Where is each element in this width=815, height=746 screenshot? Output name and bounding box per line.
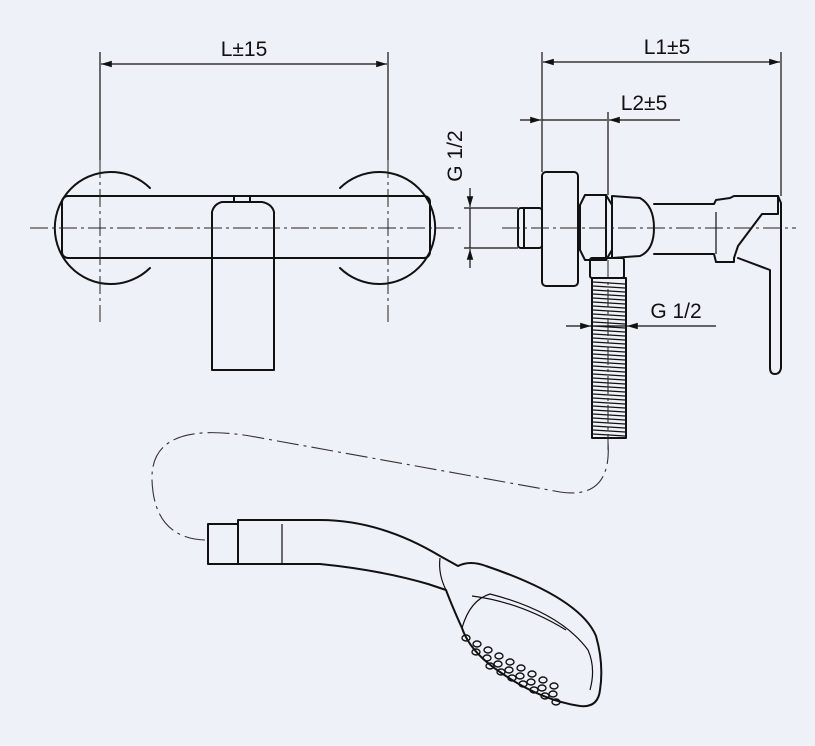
nozzle <box>549 682 559 690</box>
thread-line <box>592 401 626 405</box>
head-top-rim <box>471 595 567 631</box>
thread-line <box>592 353 626 357</box>
nozzle <box>540 692 550 700</box>
thread-line <box>592 305 626 309</box>
thread-line <box>592 365 626 369</box>
thread-line <box>592 285 626 289</box>
shower-handle <box>237 519 603 708</box>
nozzle <box>504 666 514 674</box>
thread-line <box>592 413 626 417</box>
thread-line <box>592 297 626 301</box>
nozzle <box>538 676 548 684</box>
valve-cone <box>611 195 655 259</box>
nozzle <box>493 660 503 668</box>
thread-line <box>592 309 626 313</box>
nozzle <box>551 698 561 706</box>
thread-line <box>592 389 626 393</box>
head-neck-line <box>439 557 447 591</box>
thread-line <box>592 337 626 341</box>
nozzle <box>496 668 506 676</box>
right-rosette <box>339 171 437 285</box>
head-face-rim <box>461 593 594 691</box>
thread-line <box>592 433 626 437</box>
lever-handle <box>211 201 275 371</box>
dim-L-label: L±15 <box>221 38 268 61</box>
thread-line <box>592 373 626 377</box>
thread-line <box>592 425 626 429</box>
thread-line <box>592 397 626 401</box>
nozzle <box>537 684 547 692</box>
nozzle <box>518 680 528 688</box>
thread-line <box>592 405 626 409</box>
thread-lines <box>592 281 626 437</box>
nozzle <box>482 654 492 662</box>
dim-outlet-label: G 1/2 <box>650 300 701 323</box>
thread-line <box>592 361 626 365</box>
valve-barrel <box>653 195 779 263</box>
dim-inlet-label: G 1/2 <box>444 130 467 181</box>
thread-line <box>592 377 626 381</box>
thread-line <box>592 301 626 305</box>
thread-line <box>592 421 626 425</box>
nozzle <box>529 686 539 694</box>
thread-line <box>592 385 626 389</box>
dim-L2-label: L2±5 <box>621 92 668 115</box>
hand-shower <box>207 519 603 708</box>
thread-line <box>592 381 626 385</box>
nozzle <box>485 662 495 670</box>
threaded-outlet <box>591 277 627 439</box>
thread-line <box>592 341 626 345</box>
thread-line <box>592 329 626 333</box>
side-rosette <box>541 171 579 287</box>
thread-line <box>592 369 626 373</box>
front-view: L±15 <box>30 38 462 371</box>
thread-line <box>592 409 626 413</box>
thread-line <box>592 429 626 433</box>
dim-L1-label: L1±5 <box>644 36 691 59</box>
nozzle <box>483 646 493 654</box>
hose-connector <box>207 523 239 565</box>
thread-line <box>592 357 626 361</box>
mixer-body <box>61 195 431 259</box>
nozzle <box>471 648 481 656</box>
thread-line <box>592 313 626 317</box>
spray-nozzles <box>461 634 561 706</box>
side-view: L1±5 L2±5 G 1/2 G 1/2 <box>444 36 796 450</box>
thread-line <box>592 345 626 349</box>
shower-hose <box>151 432 609 541</box>
nozzle <box>516 664 526 672</box>
nozzle <box>505 658 515 666</box>
thread-line <box>592 293 626 297</box>
nozzle <box>507 674 517 682</box>
thread-line <box>592 321 626 325</box>
nozzle <box>461 634 471 642</box>
thread-line <box>592 289 626 293</box>
side-lever <box>737 195 782 375</box>
nozzle <box>494 652 504 660</box>
thread-line <box>592 281 626 285</box>
thread-line <box>592 333 626 337</box>
nozzle <box>472 640 482 648</box>
thread-line <box>592 317 626 321</box>
thread-line <box>592 349 626 353</box>
thread-line <box>592 393 626 397</box>
thread-line <box>592 417 626 421</box>
nozzle <box>527 670 537 678</box>
nozzle <box>526 678 536 686</box>
nozzle <box>548 690 558 698</box>
nozzle <box>515 672 525 680</box>
